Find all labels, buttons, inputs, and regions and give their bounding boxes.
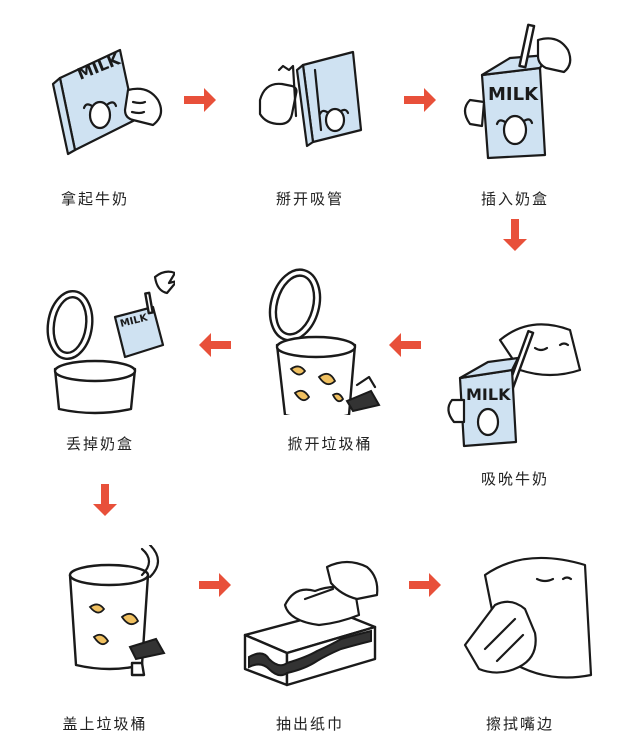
trash-bin-carton-icon: MILK bbox=[46, 270, 175, 415]
step-label: 擦拭嘴边 bbox=[485, 715, 554, 733]
step-throw-away-carton: MILK 丢掉奶盒 bbox=[25, 265, 175, 453]
step-open-trash-bin: 掀开垃圾桶 bbox=[255, 265, 405, 453]
wiping-mouth-icon bbox=[463, 556, 593, 679]
step-label: 掀开垃圾桶 bbox=[287, 435, 373, 453]
step-pick-up-milk: MILK 拿起牛奶 bbox=[20, 20, 170, 208]
step-label: 掰开吸管 bbox=[275, 190, 344, 208]
arrow-down-icon bbox=[495, 215, 535, 255]
arrow-down-icon bbox=[85, 480, 125, 520]
drinking-milk-icon: MILK bbox=[447, 323, 582, 448]
step-label: 盖上垃圾桶 bbox=[62, 715, 148, 733]
arrow-right-icon bbox=[180, 80, 220, 120]
step-pull-tissue: 抽出纸巾 bbox=[235, 545, 385, 733]
straw-open-icon bbox=[258, 50, 363, 148]
trash-bin-open-icon bbox=[268, 268, 381, 415]
arrow-right-icon bbox=[195, 565, 235, 605]
arrow-left-icon bbox=[385, 325, 425, 365]
step-label: 吸吮牛奶 bbox=[480, 470, 549, 488]
step-drink-milk: MILK 吸吮牛奶 bbox=[440, 300, 590, 488]
step-close-trash-bin: 盖上垃圾桶 bbox=[30, 545, 180, 733]
step-label: 拿起牛奶 bbox=[60, 190, 129, 208]
carton-text: MILK bbox=[488, 84, 539, 105]
step-label: 抽出纸巾 bbox=[275, 715, 344, 733]
step-label: 丢掉奶盒 bbox=[65, 435, 134, 453]
step-wipe-mouth: 擦拭嘴边 bbox=[445, 545, 595, 733]
arrow-right-icon bbox=[405, 565, 445, 605]
step-label: 插入奶盒 bbox=[480, 190, 549, 208]
carton-text: MILK bbox=[466, 385, 511, 404]
arrow-right-icon bbox=[400, 80, 440, 120]
arrow-left-icon bbox=[195, 325, 235, 365]
tissue-box-icon bbox=[243, 560, 379, 687]
step-insert-straw: MILK 插入奶盒 bbox=[440, 20, 590, 208]
step-open-straw: 掰开吸管 bbox=[235, 20, 385, 208]
milk-carton-hand-icon: MILK bbox=[51, 48, 163, 156]
carton-straw-icon: MILK bbox=[463, 23, 572, 160]
trash-bin-closed-icon bbox=[68, 545, 166, 677]
